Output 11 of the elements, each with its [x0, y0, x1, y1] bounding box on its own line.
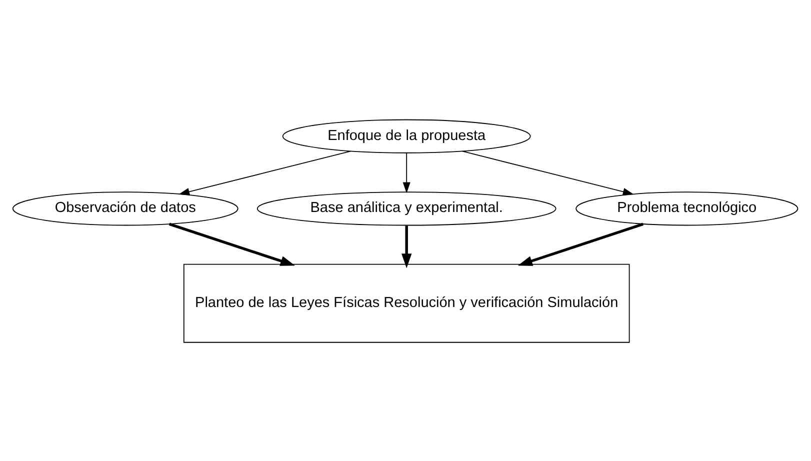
- node-ellipse: Base análitica y experimental.: [256, 191, 556, 226]
- node-ellipse: Problema tecnológico: [576, 191, 798, 226]
- arrow: [178, 150, 352, 195]
- node-ellipse: Enfoque de la propuesta: [282, 118, 531, 153]
- node-ellipse: Observación de datos: [12, 191, 238, 226]
- node-box: Planteo de las Leyes Físicas Resolución y verificación Simulación: [183, 263, 630, 342]
- arrow: [402, 152, 410, 193]
- arrow: [168, 222, 295, 266]
- arrow: [462, 150, 634, 195]
- arrow: [402, 225, 412, 268]
- arrow: [518, 222, 644, 266]
